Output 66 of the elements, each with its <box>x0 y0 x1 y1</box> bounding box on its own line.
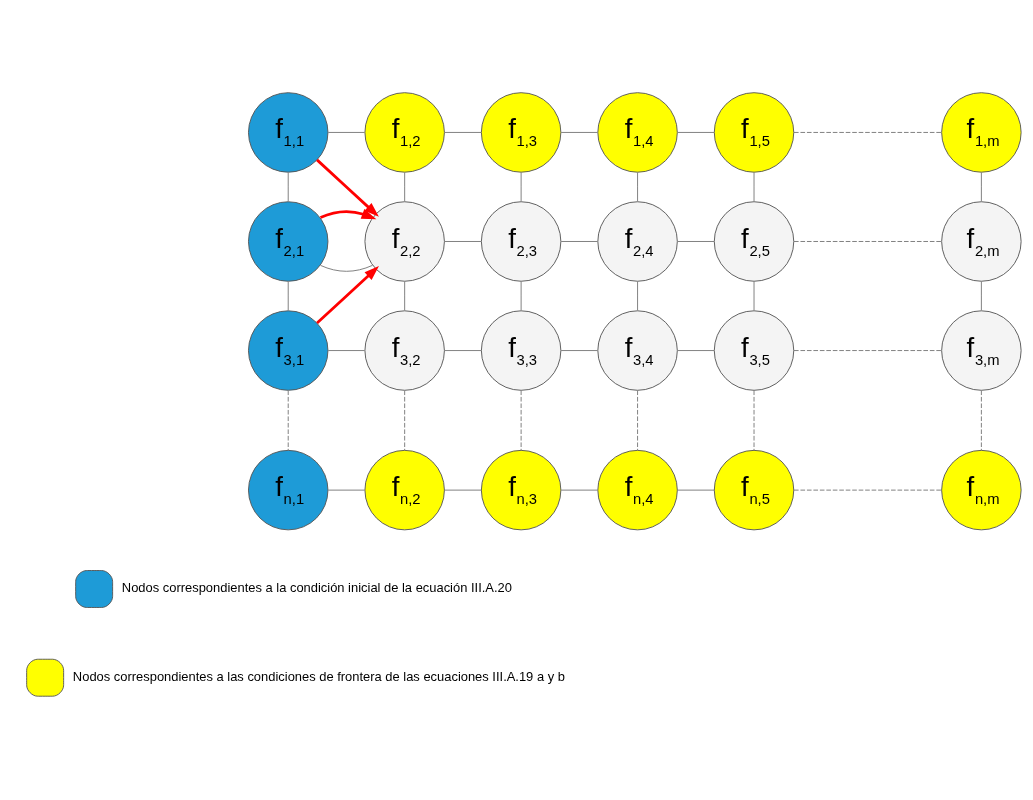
connector <box>327 489 366 491</box>
arrow <box>316 266 379 325</box>
connector <box>404 171 406 202</box>
legend-label: Nodos correspondientes a las condiciones de frontera de las ecuaciones III.A.19 a y b <box>72 669 565 685</box>
connector <box>560 132 599 133</box>
connector <box>287 280 289 311</box>
connector <box>444 241 482 242</box>
connector <box>753 280 755 311</box>
connector <box>560 489 599 491</box>
connector <box>560 350 599 351</box>
legend-label: Nodos correspondientes a la condición inicial de la ecuación III.A.20 <box>121 580 512 596</box>
connector <box>520 390 522 451</box>
node-circle: f$_{1,3}$ <box>480 92 562 173</box>
node-circle: f$_{3,1}$ <box>248 310 329 391</box>
node-circle: f$_{1,5}$ <box>713 92 795 173</box>
node-circle: f$_{1,m}$ <box>941 92 1022 173</box>
connector <box>793 241 942 242</box>
connector <box>637 280 639 311</box>
node-circle: f$_{2,3}$ <box>480 201 562 282</box>
connector <box>677 241 715 242</box>
connector <box>560 241 599 242</box>
node-circle: f$_{3,3}$ <box>480 310 562 391</box>
connector <box>677 350 715 351</box>
node-circle: f$_{1,2}$ <box>364 92 445 173</box>
node-circle: f$_{3,2}$ <box>364 310 445 391</box>
node-circle: f$_{1,4}$ <box>597 92 678 173</box>
connector <box>444 489 482 491</box>
node-circle: f$_{n,m}$ <box>941 449 1022 531</box>
connector <box>404 280 406 311</box>
node-circle: f$_{2,1}$ <box>248 201 329 282</box>
node-circle: f$_{n,2}$ <box>364 449 445 531</box>
connector <box>287 390 289 451</box>
connector <box>793 350 942 351</box>
node-circle: f$_{1,1}$ <box>248 92 329 173</box>
connector <box>637 171 639 202</box>
connector <box>327 350 366 351</box>
connector <box>980 280 982 311</box>
connector <box>444 132 482 133</box>
connector <box>793 489 942 491</box>
node-circle: f$_{2,5}$ <box>713 201 795 282</box>
node-circle: f$_{n,3}$ <box>480 449 562 531</box>
node-circle: f$_{3,m}$ <box>941 310 1022 391</box>
connector <box>753 171 755 202</box>
node-circle: f$_{2,4}$ <box>597 201 678 282</box>
node-circle: f$_{n,5}$ <box>713 449 795 531</box>
node-circle: f$_{3,5}$ <box>713 310 795 391</box>
connector <box>520 280 522 311</box>
connector <box>287 171 289 202</box>
connector <box>753 390 755 451</box>
connector <box>677 489 715 491</box>
connector <box>320 264 373 272</box>
connector <box>444 350 482 351</box>
connector <box>520 171 522 202</box>
connector <box>327 132 366 133</box>
node-circle: f$_{n,4}$ <box>597 449 678 531</box>
arrow <box>316 158 379 217</box>
node-circle: f$_{3,4}$ <box>597 310 678 391</box>
connector <box>637 390 639 451</box>
connector <box>980 171 982 202</box>
node-circle: f$_{n,1}$ <box>248 449 329 531</box>
connector <box>793 132 942 133</box>
arrow <box>319 209 377 220</box>
connector <box>404 390 406 451</box>
connector <box>677 132 715 133</box>
node-circle: f$_{2,m}$ <box>941 201 1022 282</box>
connector <box>980 390 982 451</box>
